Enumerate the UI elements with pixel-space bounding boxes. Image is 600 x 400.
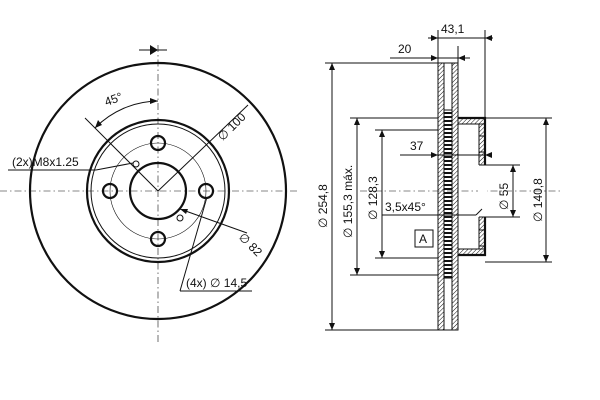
disc-vents [443,109,453,279]
datum-box [414,229,434,248]
max-diameter-label: ∅ 155,3 máx. [341,165,355,238]
disc-outer-edge [28,61,288,321]
hat-wall-top [457,117,486,125]
overall-thickness-label: 43,1 [441,22,465,36]
bolt-holes-label: (4x) ∅ 14,5 [186,276,247,290]
hat-inner-ring [90,123,226,259]
bolt-hole-top [149,134,167,152]
center-bore [128,161,188,221]
hat-depth-label: 37 [410,139,424,153]
chamfer-label: 3,5x45° [385,200,426,214]
thread-label: (2x)M8x1.25 [12,155,79,169]
angle-arc [94,100,159,129]
disc-thickness-label: 20 [398,42,412,56]
outer-diameter-label: ∅ 254,8 [316,184,330,228]
angle-label: 45° [103,90,125,109]
datum-label: A [419,232,427,246]
bolt-hole-bottom [149,230,167,248]
hat-outer-diameter-label: ∅ 140,8 [531,178,545,222]
disc-plate-left [437,62,445,331]
hat-outer-ring [85,118,231,264]
disc-plate-right [451,62,459,331]
side-view: 43,1 20 ∅ 254,8 ∅ 155,3 máx. ∅ 128,3 37 [316,22,560,331]
thread-hole-lower [176,214,184,222]
pcd-label: ∅ 100 [215,110,249,144]
front-view: 45° ∅ 100 ∅ 82 (2x)M8x1.25 (4x) ∅ 14,5 [0,45,300,345]
hat-wall-bottom [457,248,486,256]
bolt-circle [109,142,207,240]
thread-hole-upper [132,160,140,168]
center-bore-label: ∅ 82 [236,230,265,259]
bolt-hole-right [197,182,215,200]
hat-inner-diameter-label: ∅ 128,3 [366,176,380,220]
bolt-hole-left [101,182,119,200]
bore-diameter-label: ∅ 55 [497,183,511,210]
